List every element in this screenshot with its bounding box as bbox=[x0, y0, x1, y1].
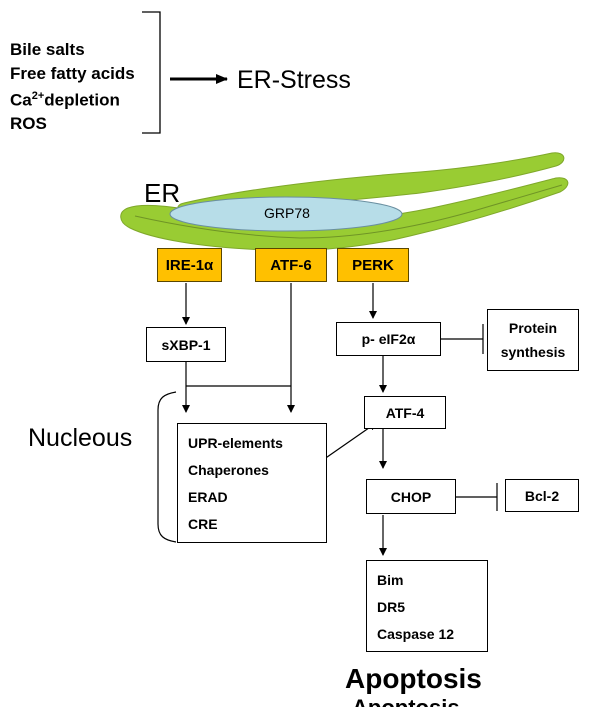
stimulus-ca-depletion: Ca2+depletion bbox=[10, 85, 135, 112]
nucleus-target-item: CRE bbox=[188, 516, 218, 532]
nucleus-target-item: ERAD bbox=[188, 489, 228, 505]
er-stress-label: ER-Stress bbox=[237, 66, 351, 94]
ca-depletion-word: depletion bbox=[44, 90, 120, 110]
stimulus-bile-salts: Bile salts bbox=[10, 40, 85, 59]
nucleus-targets-box: UPR-elements Chaperones ERAD CRE bbox=[177, 423, 327, 543]
ca-charge: 2+ bbox=[31, 90, 45, 102]
apoptosis-target-item: Bim bbox=[377, 572, 404, 588]
peif2a-box: p- eIF2α bbox=[336, 322, 441, 356]
stimulus-ros: ROS bbox=[10, 114, 47, 134]
chop-box: CHOP bbox=[366, 479, 456, 514]
bcl2-box: Bcl-2 bbox=[505, 479, 579, 512]
nucleus-bracket bbox=[157, 391, 177, 543]
apoptosis-target-item: DR5 bbox=[377, 599, 406, 615]
protein-synthesis-line1: Protein bbox=[508, 320, 558, 336]
stimuli-bracket bbox=[142, 11, 161, 134]
protein-synthesis-line2: synthesis bbox=[500, 344, 566, 360]
apoptosis-targets-box: Bim DR5 Caspase 12 bbox=[366, 560, 488, 652]
apoptosis-label-partial: Apoptosis bbox=[352, 697, 460, 707]
ca-symbol: Ca bbox=[10, 90, 32, 110]
sensor-atf6: ATF-6 bbox=[255, 248, 327, 282]
sxbp1-box: sXBP-1 bbox=[146, 327, 226, 362]
nucleus-label: Nucleous bbox=[28, 424, 133, 452]
stimulus-free-fatty-acids: Free fatty acids bbox=[10, 63, 135, 83]
nucleus-target-item: UPR-elements bbox=[188, 435, 283, 451]
grp78-ellipse bbox=[169, 196, 403, 232]
apoptosis-target-item: Caspase 12 bbox=[377, 626, 455, 642]
sensor-ire1a: IRE-1α bbox=[157, 248, 222, 282]
apoptosis-label: Apoptosis bbox=[345, 663, 482, 694]
atf4-box: ATF-4 bbox=[364, 396, 446, 429]
nucleus-target-item: Chaperones bbox=[188, 462, 269, 478]
protein-synthesis-box: Protein synthesis bbox=[487, 309, 579, 371]
er-membrane-inner bbox=[134, 184, 563, 239]
er-label: ER bbox=[144, 178, 181, 208]
sensor-perk: PERK bbox=[337, 248, 409, 282]
stimuli-list: Bile salts Free fatty acids Ca2+depletio… bbox=[10, 38, 135, 136]
grp78-label: GRP78 bbox=[264, 205, 310, 221]
